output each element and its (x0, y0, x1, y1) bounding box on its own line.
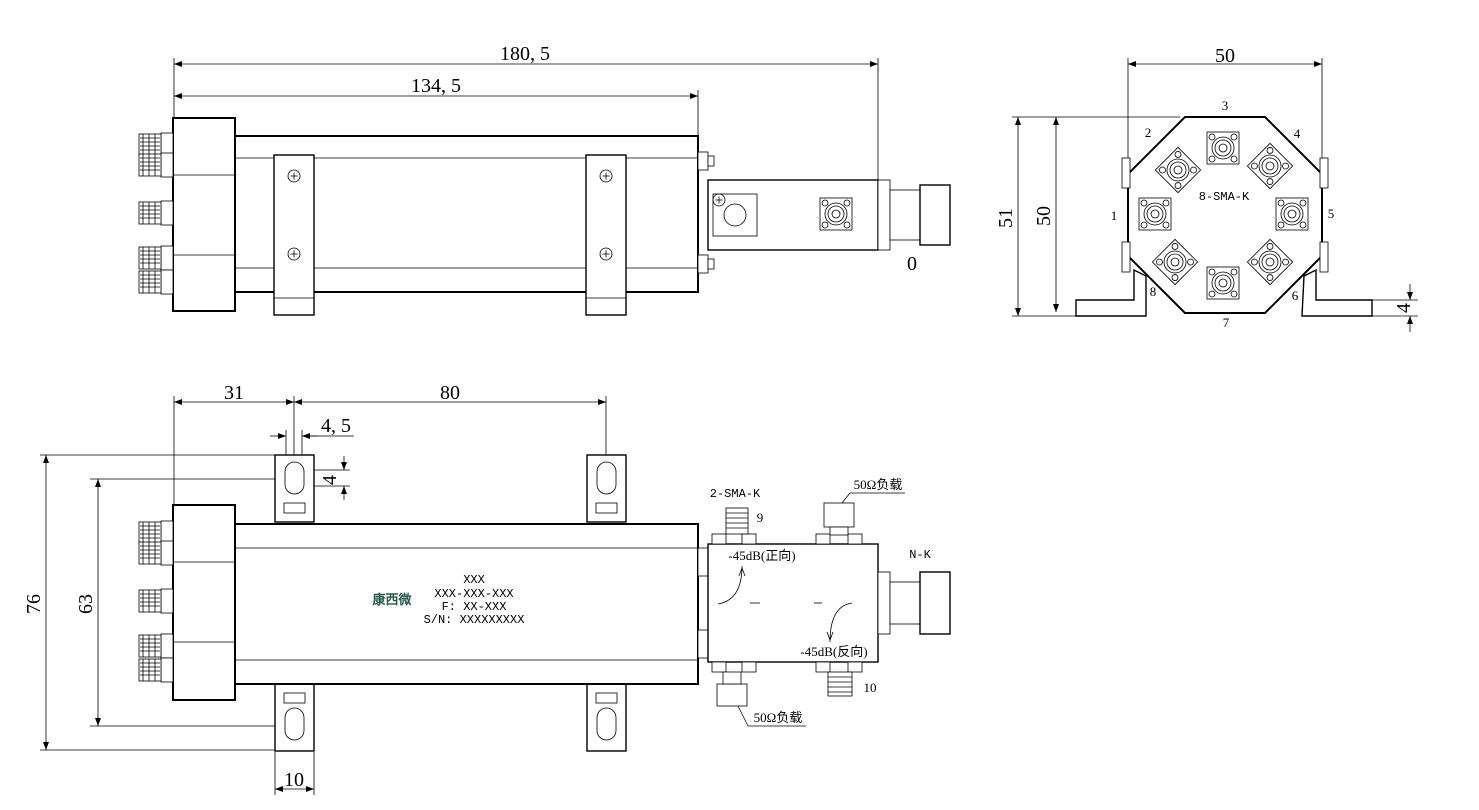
mounting-clamp-right (585, 154, 627, 316)
bracket-offset-label: 31 (224, 382, 244, 404)
port-9-label: 9 (757, 510, 764, 525)
body-length-label: 134, 5 (411, 75, 461, 97)
end-width-label: 50 (1215, 45, 1235, 67)
mounting-clamp-left (273, 154, 315, 316)
output-connector-label: N-K (909, 548, 931, 562)
nameplate-line1: XXX (463, 573, 485, 587)
n-connector-plan (919, 571, 951, 635)
coupler-flange-right (819, 197, 853, 231)
slot-width-label: 4, 5 (321, 415, 351, 437)
end-height-total-label: 51 (995, 208, 1017, 228)
nameplate-line3: F: XX-XXX (442, 600, 507, 614)
side-sma-connectors (138, 132, 174, 295)
bracket-thickness-label: 4 (1393, 303, 1415, 313)
brand-logo: 康西微 (372, 592, 412, 608)
load-top (823, 502, 855, 536)
svg-text:1: 1 (1111, 208, 1118, 223)
mount-width-label: 63 (75, 594, 97, 614)
front-port-label: 0 (907, 253, 917, 275)
slot-height-label: 4 (319, 475, 341, 485)
svg-text:6: 6 (1292, 288, 1299, 303)
load-top-label: 50Ω负载 (854, 477, 903, 492)
nameplate: 康西微 XXX XXX-XXX-XXX F: XX-XXX S/N: XXXXX… (372, 573, 524, 627)
bracket-spacing-label: 80 (440, 382, 460, 404)
mounting-foot-bottom-left (274, 683, 315, 752)
plan-view: 31 80 4, 5 4 76 63 (23, 382, 951, 795)
side-view: 180, 5 134, 5 (138, 43, 951, 316)
mounting-foot-bottom-right (586, 683, 627, 752)
bracket-width-label: 10 (284, 769, 304, 791)
end-height-body-label: 50 (1033, 206, 1055, 226)
port-numbers: 1 2 3 4 5 6 7 8 (1111, 98, 1335, 330)
svg-text:5: 5 (1328, 206, 1335, 221)
svg-text:2: 2 (1145, 125, 1152, 140)
mounting-foot-top-right (586, 454, 627, 523)
plan-main-body (234, 523, 699, 685)
coupler-flange-left (712, 193, 758, 237)
svg-text:3: 3 (1222, 98, 1229, 113)
load-bottom-label: 50Ω负载 (754, 710, 803, 725)
port-10-connector (827, 671, 853, 697)
forward-coupling-label: -45dB(正向) (728, 548, 795, 563)
load-bottom (716, 671, 748, 707)
plan-sma-connectors (138, 520, 174, 683)
connector-head-block (172, 117, 236, 312)
dim-body-length: 134, 5 (174, 75, 699, 135)
overall-width-label: 76 (23, 594, 45, 614)
end-view: 50 51 50 4 (995, 45, 1418, 332)
svg-text:8: 8 (1150, 284, 1157, 299)
overall-length-label: 180, 5 (500, 43, 550, 65)
connector-type-label: 8-SMA-K (1199, 190, 1250, 204)
port-10-label: 10 (864, 680, 877, 695)
port-9-connector (725, 507, 749, 535)
coupler-port-label: 2-SMA-K (710, 487, 761, 501)
n-connector-side (919, 184, 951, 246)
nameplate-line4: S/N: XXXXXXXXX (424, 613, 525, 627)
plan-coupler (707, 543, 879, 663)
plan-connector-head (172, 504, 236, 701)
nameplate-line2: XXX-XXX-XXX (434, 587, 513, 601)
dim-overall-length: 180, 5 (173, 43, 879, 180)
mounting-foot-top-left (274, 454, 315, 523)
reverse-coupling-label: -45dB(反向) (800, 644, 867, 659)
svg-text:4: 4 (1294, 126, 1301, 141)
svg-text:7: 7 (1223, 315, 1230, 330)
